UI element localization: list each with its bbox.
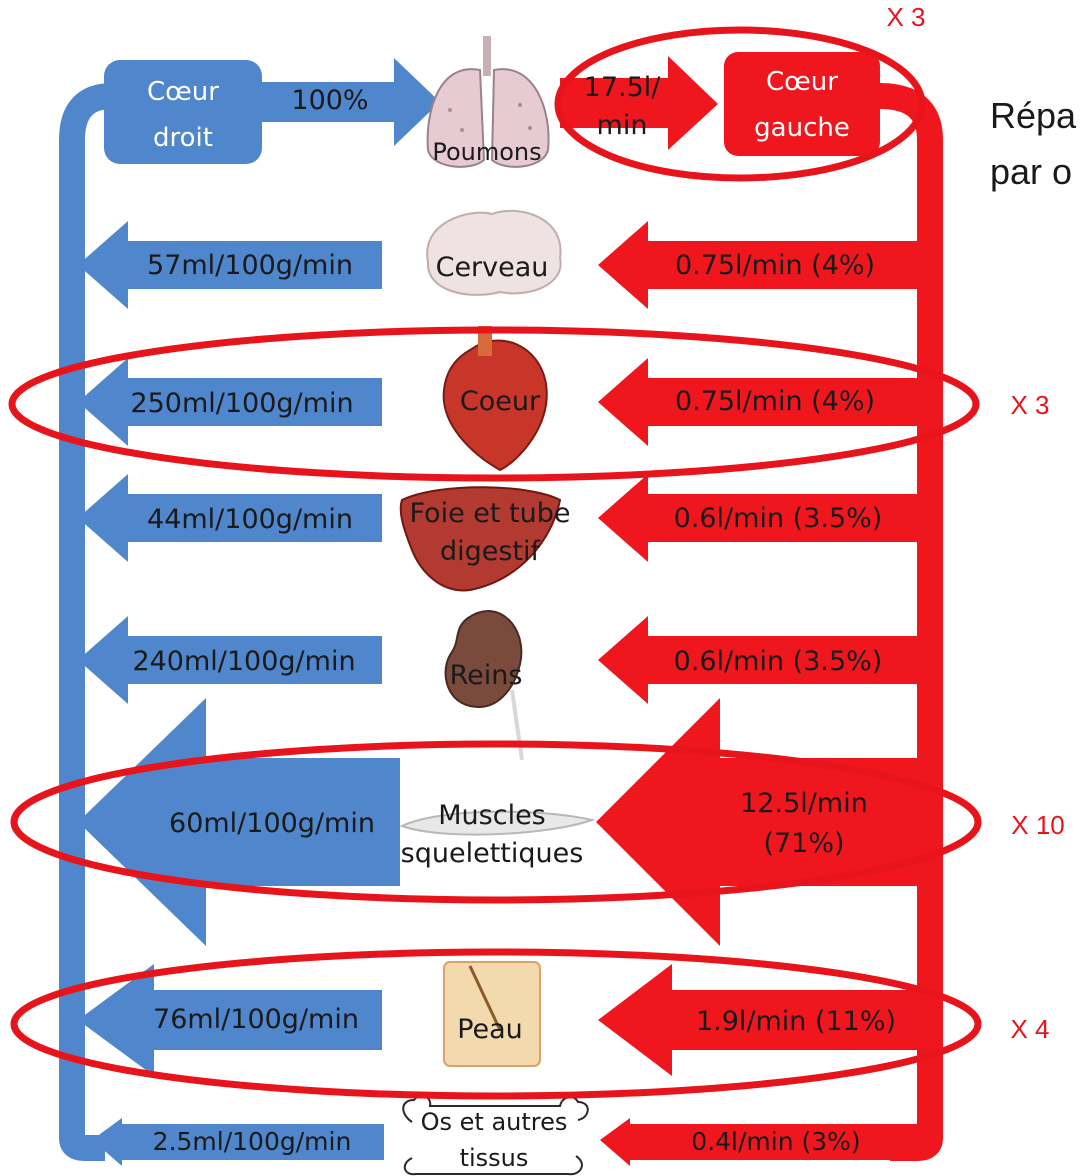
arterial-arrow-cerveau — [598, 221, 920, 309]
arterial-label-foie: 0.6l/min (3.5%) — [674, 503, 883, 534]
venous-arrow-muscles — [78, 698, 400, 946]
arterial-label-muscles-1: 12.5l/min — [740, 788, 868, 819]
arterial-arrow-coeur — [598, 358, 920, 446]
organ-label-muscles-2: squelettiques — [401, 838, 584, 869]
coeur-droit-label-2: droit — [153, 123, 213, 153]
venous-label-cerveau: 57ml/100g/min — [147, 250, 353, 281]
organ-label-muscles-1: Muscles — [438, 800, 546, 831]
highlight-ellipse-peau — [10, 948, 982, 1100]
arterial-arrow-os — [600, 1118, 918, 1166]
venous-arrow-os — [92, 1118, 384, 1166]
organ-label-os-2: tissus — [460, 1144, 529, 1172]
organ-label-cerveau: Cerveau — [436, 252, 549, 283]
venous-label-muscles: 60ml/100g/min — [169, 808, 375, 839]
venous-arrow-foie — [78, 474, 382, 562]
poumons-icon — [426, 36, 550, 168]
organ-label-foie-1: Foie et tube — [409, 498, 570, 529]
poumons-label: Poumons — [432, 138, 541, 166]
coeur-gauche-box — [724, 52, 880, 156]
organ-label-os-1: Os et autres — [421, 1108, 568, 1136]
arterial-label-reins: 0.6l/min (3.5%) — [674, 646, 883, 677]
venous-arrow-cerveau — [78, 221, 382, 309]
arterial-arrow-peau — [598, 964, 920, 1076]
organ-label-reins: Reins — [450, 660, 523, 691]
arterial-label-peau: 1.9l/min (11%) — [696, 1006, 896, 1037]
multiplier-top: X 3 — [886, 2, 925, 32]
pulmonary-arrow — [262, 58, 440, 146]
os-icon — [402, 1094, 589, 1176]
coeur-droit-box — [104, 60, 262, 164]
venous-arrow-peau — [78, 964, 382, 1076]
coeur-gauche-label-1: Cœur — [766, 67, 838, 97]
venous-arrow-coeur — [78, 358, 382, 446]
arterial-label-coeur: 0.75l/min (4%) — [675, 386, 875, 417]
pct-100-label: 100% — [291, 85, 368, 116]
highlight-ellipse-top — [554, 26, 926, 182]
organ-label-peau: Peau — [457, 1014, 523, 1045]
arterial-arrow-foie — [598, 474, 920, 562]
venous-label-peau: 76ml/100g/min — [153, 1004, 359, 1035]
coeur-droit-label-1: Cœur — [147, 77, 219, 107]
arterial-label-cerveau: 0.75l/min (4%) — [675, 250, 875, 281]
coeur-icon — [442, 339, 548, 472]
venous-label-foie: 44ml/100g/min — [147, 504, 353, 535]
multiplier-coeur: X 3 — [1010, 390, 1049, 420]
venous-label-os: 2.5ml/100g/min — [153, 1127, 352, 1156]
venous-arrow-reins — [78, 616, 382, 704]
reins-icon — [444, 610, 523, 708]
venous-label-coeur: 250ml/100g/min — [130, 388, 353, 419]
multiplier-muscles: X 10 — [1011, 810, 1065, 840]
muscles-icon — [399, 810, 596, 836]
flow-175-label-2: min — [597, 110, 648, 141]
venous-label-reins: 240ml/100g/min — [132, 646, 355, 677]
flow-175-label-1: 17.5l/ — [584, 72, 662, 103]
arterial-label-os: 0.4l/min (3%) — [691, 1127, 860, 1156]
side-text-line2: par o — [990, 151, 1072, 192]
foie-icon — [399, 486, 562, 592]
organ-label-foie-2: digestif — [440, 536, 542, 567]
side-text-line1: Répa — [990, 95, 1077, 136]
multiplier-peau: X 4 — [1010, 1014, 1049, 1044]
pulmonary-vein-arrow — [560, 56, 718, 150]
arterial-arrow-reins — [598, 616, 920, 704]
organ-label-coeur: Coeur — [460, 386, 541, 417]
arterial-arrow-muscles — [596, 698, 920, 946]
arterial-label-muscles-2: (71%) — [763, 828, 844, 859]
cerveau-icon — [426, 209, 562, 296]
coeur-gauche-label-2: gauche — [754, 113, 850, 143]
venous-return-loop — [59, 83, 113, 1161]
highlight-ellipse-muscles — [10, 740, 982, 904]
highlight-ellipse-coeur — [8, 326, 980, 482]
arterial-loop — [879, 83, 943, 1161]
